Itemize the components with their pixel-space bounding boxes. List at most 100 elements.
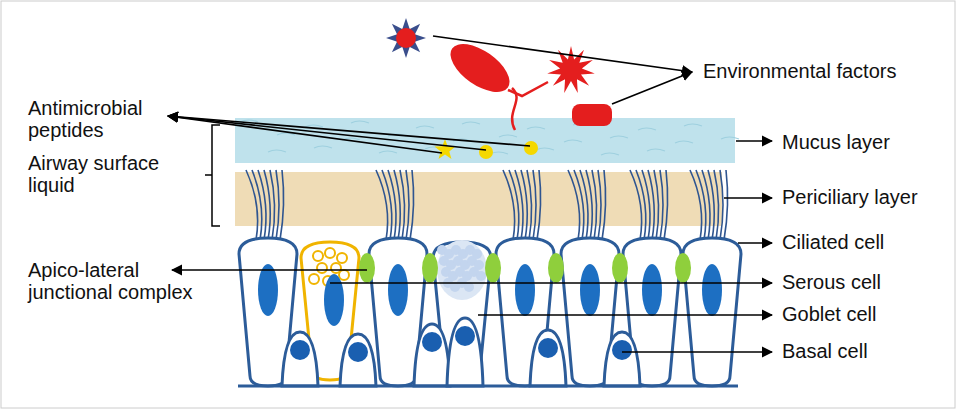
- leader-line: [736, 140, 772, 142]
- cilium: [574, 170, 584, 240]
- serous-granule: [313, 251, 323, 261]
- mucus-streak: [416, 126, 434, 128]
- leader-line: [168, 116, 486, 150]
- goblet-granule: [476, 271, 486, 281]
- mucus-streak: [675, 141, 693, 143]
- part-label: Periciliary layer: [782, 186, 952, 208]
- mucus-streak: [379, 151, 397, 153]
- cell-group: [238, 238, 741, 386]
- cilium: [515, 170, 523, 240]
- part-label: Goblet cell: [782, 303, 952, 325]
- serous-granule: [325, 248, 335, 258]
- cilium: [382, 170, 392, 240]
- basement-line: [238, 385, 738, 388]
- junction-complex: [422, 253, 438, 283]
- peptide-dot: [479, 145, 493, 159]
- cilium: [598, 170, 601, 240]
- junction-complex: [359, 253, 375, 283]
- virus-body: [396, 28, 416, 48]
- part-label: Antimicrobial peptides: [28, 97, 173, 141]
- rod-symbol: [572, 104, 612, 126]
- bacterium-body: [442, 35, 517, 102]
- cilium: [592, 170, 597, 240]
- serous-granule: [339, 270, 349, 280]
- mucus-streak: [499, 135, 517, 137]
- leader-line: [612, 72, 692, 104]
- cilium: [537, 170, 541, 240]
- basal-nucleus: [538, 338, 558, 358]
- cilium: [714, 170, 719, 240]
- cilium: [406, 170, 409, 240]
- bacterium-symbol: [442, 35, 548, 130]
- part-label: Apico-lateral junctional complex: [28, 259, 218, 303]
- leader-line: [172, 269, 367, 271]
- mucus-streak: [601, 153, 619, 155]
- leader-line: [433, 36, 692, 72]
- virus-spikes: [386, 18, 426, 58]
- mucus-streak: [351, 121, 369, 123]
- part-label: Mucus layer: [782, 131, 952, 153]
- ciliated-cell-shape: [683, 238, 741, 386]
- mucus-streak: [527, 127, 545, 129]
- mucus-streak: [268, 150, 286, 152]
- cilium: [270, 170, 275, 240]
- cilium: [654, 170, 659, 240]
- cell-nucleus: [324, 274, 344, 326]
- cilium: [720, 170, 723, 240]
- cilium: [636, 170, 646, 240]
- cilium: [724, 170, 728, 240]
- mucus-streak: [462, 122, 480, 124]
- cilia-group: [246, 170, 728, 240]
- leader-line: [330, 282, 772, 284]
- cell-nucleus: [258, 264, 278, 316]
- mucus-streak: [314, 146, 332, 148]
- basal-cell-shape: [447, 318, 483, 386]
- leader-lines: [168, 36, 772, 352]
- part-label: Basal cell: [782, 340, 952, 362]
- cell-nucleus: [580, 264, 600, 316]
- cilium: [509, 170, 519, 240]
- cilium: [664, 170, 668, 240]
- cilium: [696, 170, 706, 240]
- mucus-streak: [684, 124, 702, 126]
- cilium: [527, 170, 532, 240]
- virus-symbol: [386, 18, 426, 58]
- leader-line: [738, 242, 772, 244]
- leader-line: [724, 197, 772, 199]
- serous-granule: [317, 263, 327, 273]
- basal-nucleus: [348, 342, 368, 362]
- basal-cell-shape: [282, 332, 318, 386]
- cilium: [410, 170, 414, 240]
- cell-nucleus: [642, 264, 662, 316]
- mucus-layer: [235, 118, 735, 163]
- part-label: Ciliated cell: [782, 231, 952, 253]
- part-label: Serous cell: [782, 271, 952, 293]
- leader-line: [622, 351, 772, 353]
- cilium: [580, 170, 588, 240]
- junction-complex: [675, 253, 691, 283]
- cilium: [586, 170, 592, 240]
- basal-nucleus: [455, 326, 475, 346]
- cell-nucleus: [702, 264, 722, 316]
- part-label: Airway surface liquid: [28, 152, 193, 196]
- junction-complex: [612, 253, 628, 283]
- cilium: [280, 170, 284, 240]
- mucus-streak: [638, 128, 656, 130]
- peptide-dot: [524, 141, 538, 155]
- basal-cell-shape: [604, 332, 640, 386]
- basal-cell-shape: [414, 324, 450, 386]
- cilium: [648, 170, 654, 240]
- leader-line: [478, 314, 772, 316]
- junction-complex: [485, 253, 501, 283]
- cilium: [533, 170, 536, 240]
- cilium: [521, 170, 527, 240]
- cell-nucleus: [388, 264, 408, 316]
- cilium: [708, 170, 714, 240]
- cilium: [702, 170, 710, 240]
- mucus-streak: [564, 140, 582, 142]
- mucus-streak: [610, 136, 628, 138]
- mucus-streak: [647, 149, 665, 151]
- mucus-streak: [721, 137, 739, 139]
